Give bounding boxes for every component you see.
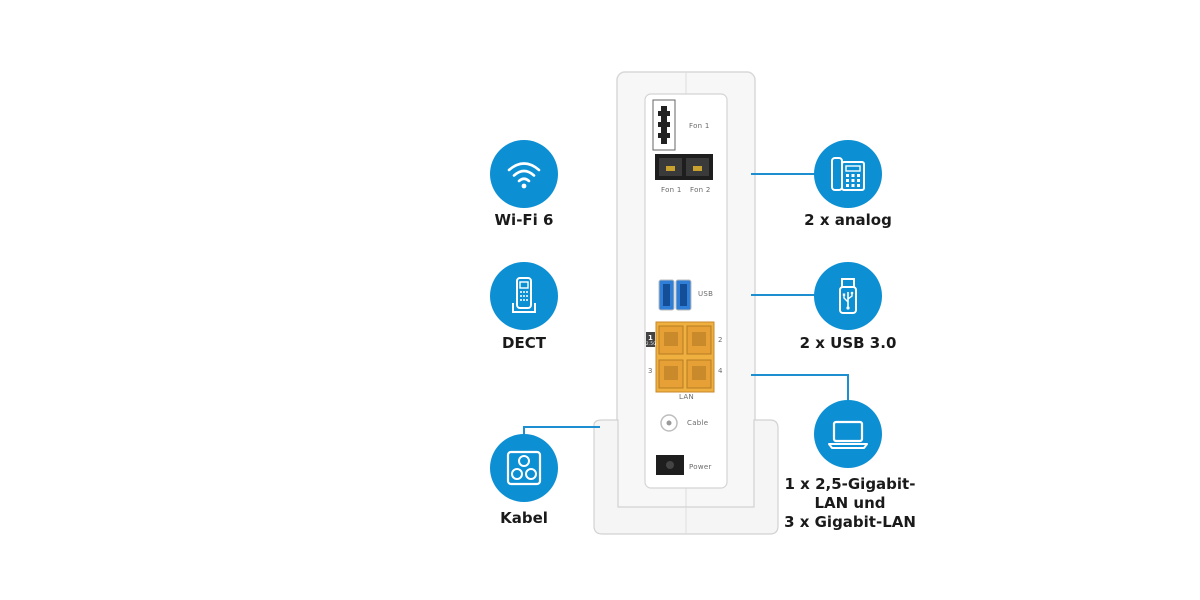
connector-line-analog: [751, 173, 816, 175]
connector-line-lan-v: [847, 374, 849, 402]
desk-phone-icon: [831, 157, 865, 191]
kabel-feature-icon: [490, 434, 558, 502]
port-label-fon1: Fon 1: [661, 186, 682, 194]
connector-line-usb: [751, 294, 816, 296]
port-label-cable: Cable: [687, 419, 709, 427]
port-label-lan-2: 2: [718, 336, 723, 344]
dect-feature-icon: [490, 262, 558, 330]
router-body-illustration: [593, 71, 779, 535]
usb-icon: [839, 278, 857, 314]
analog-label: 2 x analog: [804, 211, 892, 229]
port-label-lan-3: 3: [648, 367, 653, 375]
router-device: [590, 70, 790, 540]
port-label-lan: LAN: [679, 393, 694, 401]
lan-label-line-2: LAN und: [814, 494, 886, 512]
wifi-icon: [507, 162, 541, 189]
connector-line-kabel-h: [523, 426, 600, 428]
lan-feature-icon: [814, 400, 882, 468]
dect-phone-icon: [512, 277, 536, 313]
port-label-lan-1: 1: [648, 334, 654, 342]
cable-connector-icon: [506, 450, 542, 486]
lan-label-line-1: 1 x 2,5-Gigabit-: [784, 475, 916, 493]
wifi-feature-icon: [490, 140, 558, 208]
lan-label: 1 x 2,5-Gigabit- LAN und 3 x Gigabit-LAN: [770, 475, 930, 532]
wifi-label: Wi-Fi 6: [494, 211, 554, 229]
port-label-fon2: Fon 2: [690, 186, 711, 194]
lan-label-line-3: 3 x Gigabit-LAN: [784, 513, 916, 531]
port-label-power: Power: [689, 463, 712, 471]
port-label-lan-speed: 2.5G: [646, 341, 657, 346]
kabel-label: Kabel: [500, 509, 548, 527]
usb-label: 2 x USB 3.0: [799, 334, 897, 352]
usb-feature-icon: [814, 262, 882, 330]
port-label-usb: USB: [698, 290, 714, 298]
dect-label: DECT: [502, 334, 546, 352]
port-label-lan-4: 4: [718, 367, 723, 375]
connector-line-lan-h: [751, 374, 849, 376]
analog-feature-icon: [814, 140, 882, 208]
port-label-fon1-top: Fon 1: [689, 122, 710, 130]
laptop-icon: [828, 420, 868, 449]
